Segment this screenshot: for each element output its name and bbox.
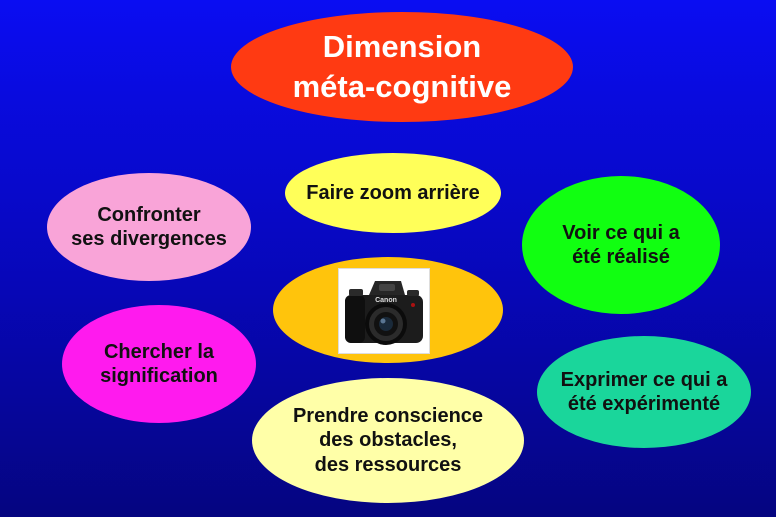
voir-oval: Voir ce qui a été réalisé xyxy=(522,176,720,314)
title-oval: Dimension méta-cognitive xyxy=(231,12,573,122)
exprimer-text: Exprimer ce qui a été expérimenté xyxy=(561,368,728,417)
title-line-2: méta-cognitive xyxy=(292,69,512,104)
confronter-oval: Confronter ses divergences xyxy=(47,173,251,281)
prendre-line-2: des obstacles, xyxy=(319,429,457,452)
title-text: Dimension méta-cognitive xyxy=(293,27,512,106)
prendre-line-1: Prendre conscience xyxy=(292,404,484,427)
zoom-out-line-1: Faire zoom arrière xyxy=(306,181,480,204)
chercher-line-1: Chercher la xyxy=(103,340,215,363)
dslr-camera-icon: Canon xyxy=(338,268,430,354)
voir-text: Voir ce qui a été réalisé xyxy=(562,221,679,270)
prendre-line-3: des ressources xyxy=(314,453,462,476)
exprimer-line-1: Exprimer ce qui a xyxy=(560,368,728,391)
voir-line-2: été réalisé xyxy=(572,246,670,268)
zoom-out-text: Faire zoom arrière xyxy=(306,181,479,205)
camera-brand-label: Canon xyxy=(375,297,397,304)
zoom-out-oval: Faire zoom arrière xyxy=(285,153,501,233)
confronter-line-1: Confronter xyxy=(97,203,201,226)
prendre-text: Prendre conscience des obstacles, des re… xyxy=(293,404,483,477)
exprimer-oval: Exprimer ce qui a été expérimenté xyxy=(537,336,751,448)
exprimer-line-2: été expérimenté xyxy=(567,393,721,415)
confronter-line-2: ses divergences xyxy=(71,228,227,250)
voir-line-1: Voir ce qui a xyxy=(562,221,680,244)
chercher-text: Chercher la signification xyxy=(100,340,218,389)
title-line-1: Dimension xyxy=(322,29,482,65)
chercher-line-2: signification xyxy=(100,365,218,387)
chercher-oval: Chercher la signification xyxy=(62,305,256,423)
prendre-oval: Prendre conscience des obstacles, des re… xyxy=(252,378,524,503)
confronter-text: Confronter ses divergences xyxy=(71,203,227,252)
